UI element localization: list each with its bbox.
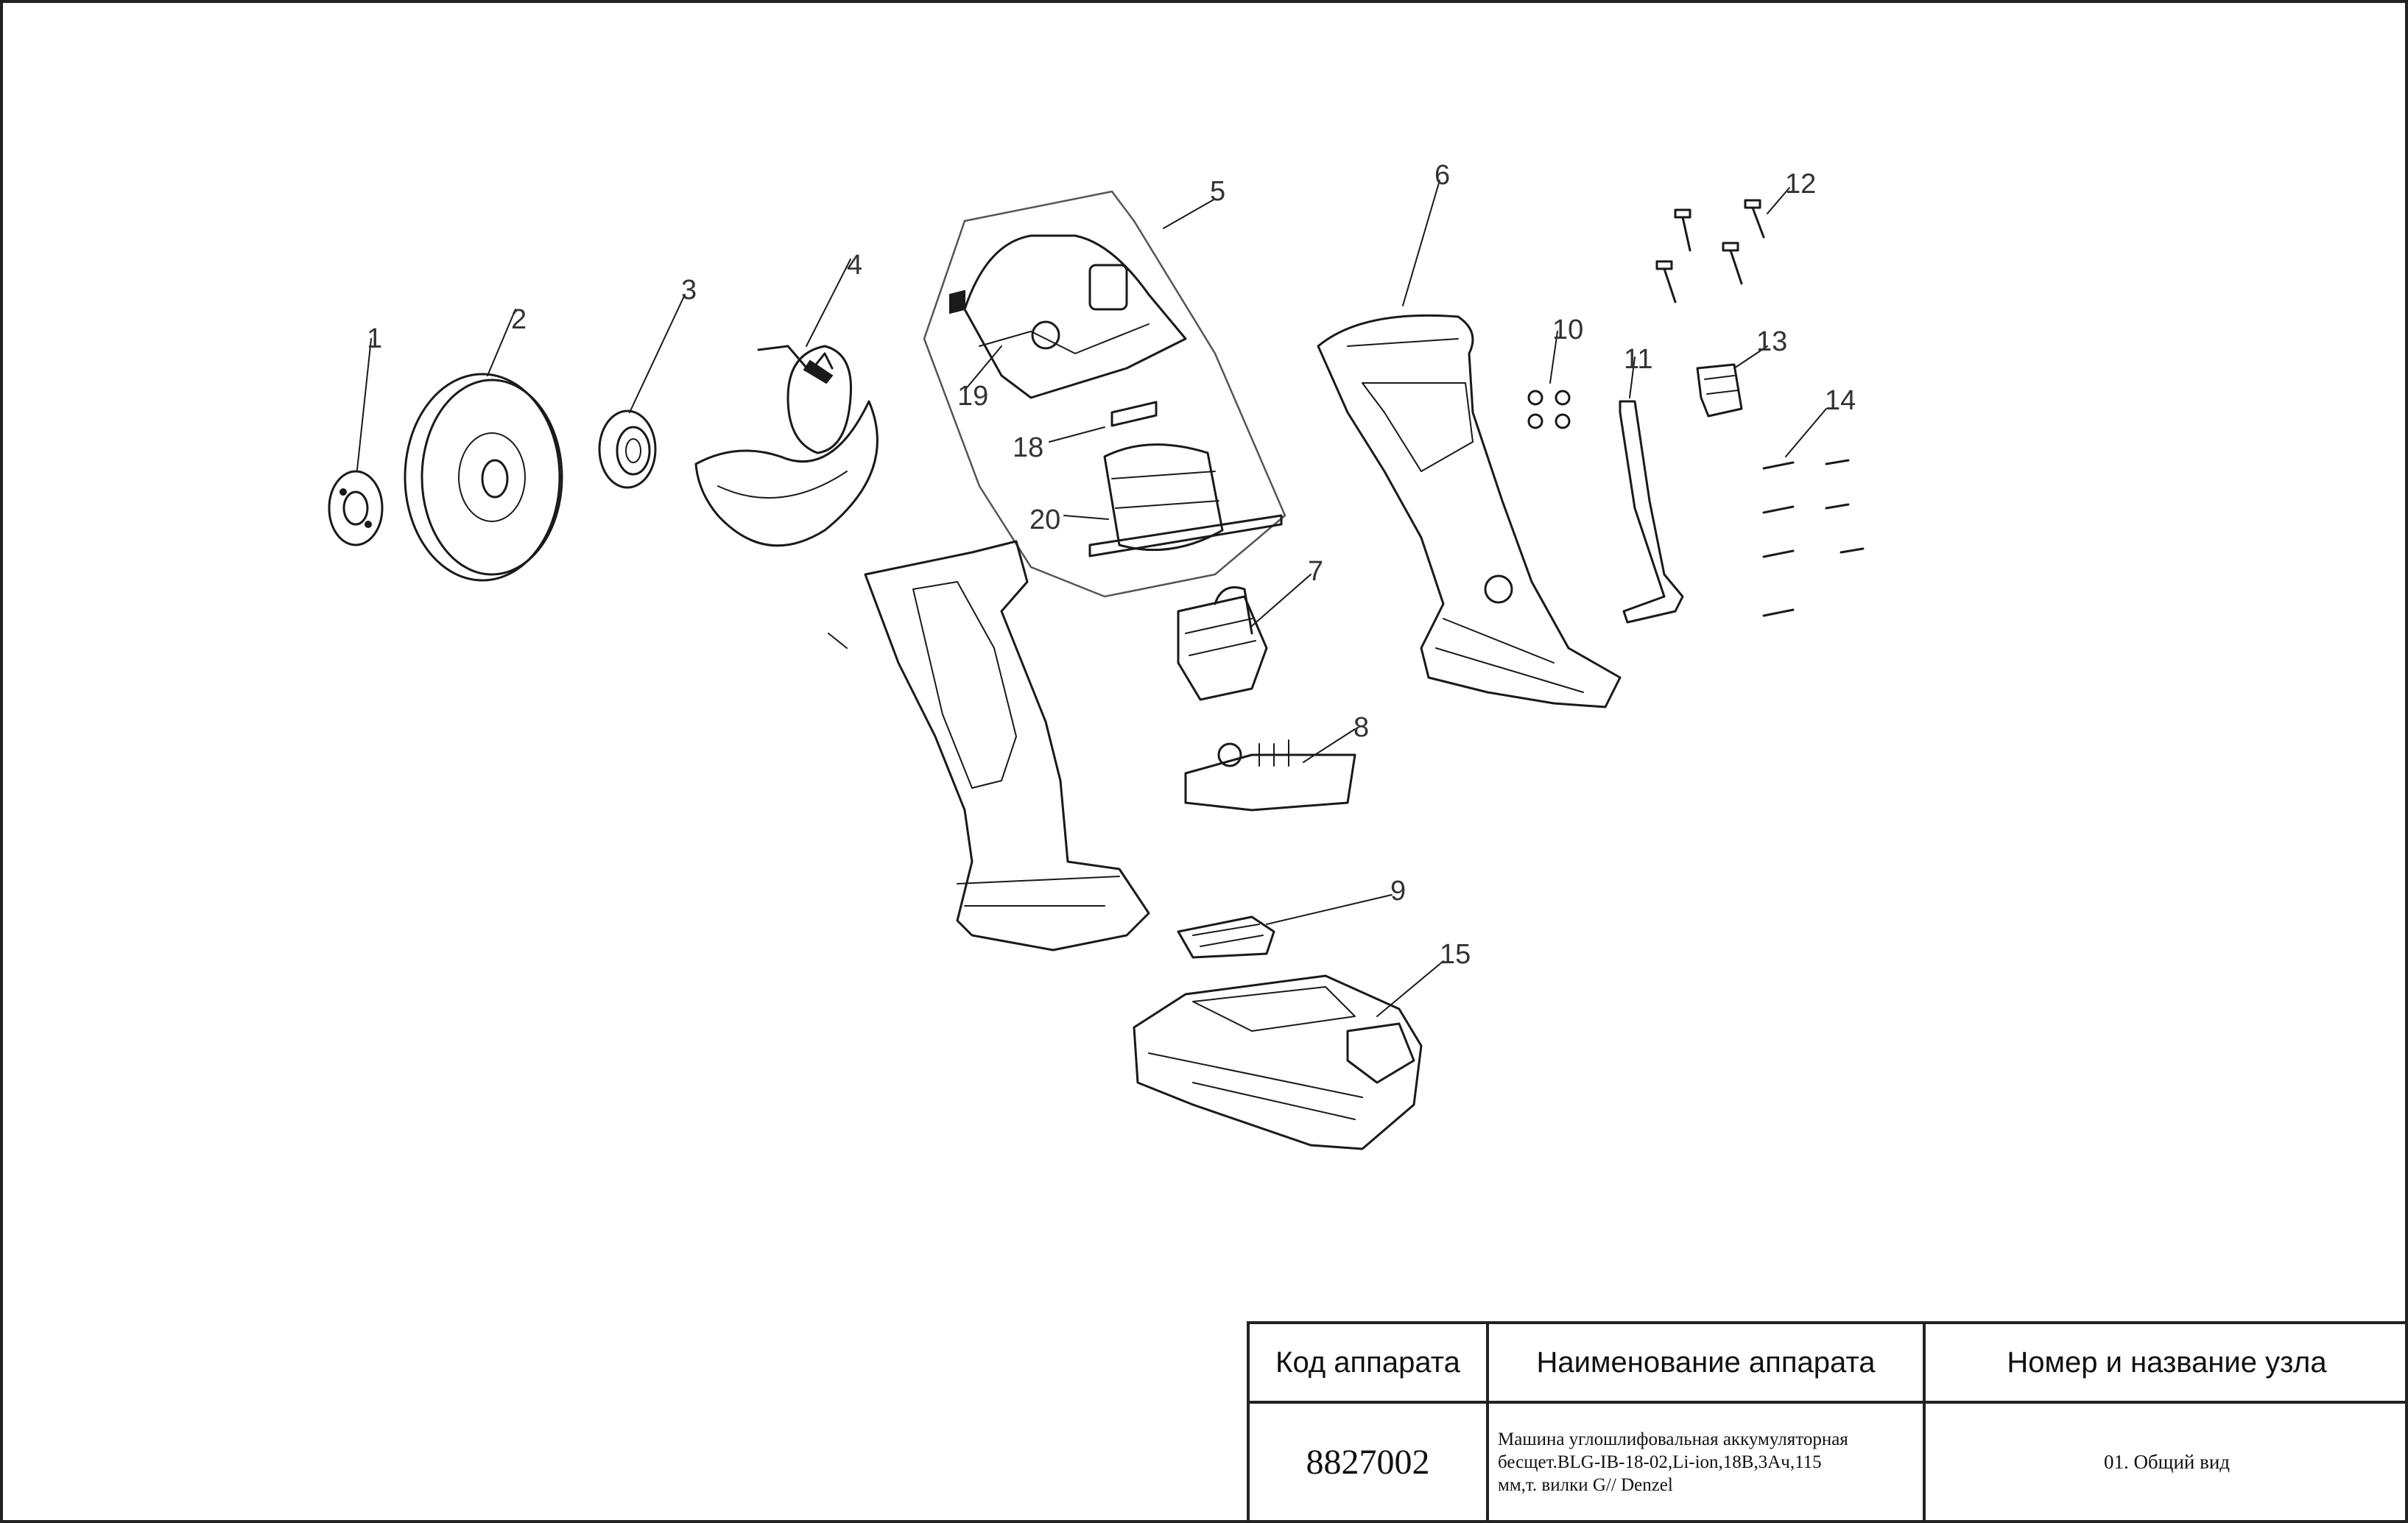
part-11-bracket	[1619, 356, 1684, 624]
callout-1: 1	[367, 323, 382, 354]
callout-3: 3	[681, 275, 697, 306]
part-14-screws	[1762, 408, 1865, 617]
callout-15: 15	[1440, 939, 1471, 970]
device-name-line-2: бесщет.BLG-IB-18-02,Li-ion,18В,3Ач,115	[1498, 1452, 1822, 1472]
callout-20: 20	[1029, 504, 1060, 535]
header-node: Номер и название узла	[1923, 1321, 2408, 1404]
part-3-inner-flange	[598, 294, 686, 489]
part-2-grinding-disc	[404, 309, 563, 582]
part-13-clip	[1696, 345, 1768, 418]
header-name: Наименование аппарата	[1486, 1321, 1926, 1404]
callout-2: 2	[511, 304, 527, 335]
callout-8: 8	[1353, 712, 1369, 743]
node-name: 01. Общий вид	[1923, 1401, 2408, 1523]
device-name: Машина углошлифовальная аккумуляторная б…	[1486, 1401, 1926, 1523]
part-9-battery-terminal	[1177, 894, 1393, 959]
callout-13: 13	[1756, 326, 1787, 357]
device-name-line-1: Машина углошлифовальная аккумуляторная	[1498, 1429, 1848, 1449]
callout-7: 7	[1308, 556, 1323, 587]
left-housing-shell	[828, 540, 1150, 952]
part-1-flange-nut	[328, 338, 384, 546]
title-block: Код аппарата Наименование аппарата Номер…	[1247, 1321, 2408, 1523]
callout-14: 14	[1825, 385, 1856, 416]
part-12-screws	[1655, 187, 1790, 303]
part-8-control-board	[1184, 728, 1356, 812]
callout-4: 4	[847, 250, 862, 281]
part-4-wheel-guard	[694, 258, 879, 547]
callout-6: 6	[1434, 160, 1450, 191]
device-name-line-3: мм,т. вилки G// Denzel	[1498, 1474, 1673, 1495]
callout-18: 18	[1013, 432, 1043, 463]
callout-10: 10	[1552, 314, 1583, 345]
part-15-battery-pack	[1133, 960, 1444, 1150]
part-10-nuts	[1527, 331, 1571, 429]
callout-19: 19	[957, 381, 988, 412]
callout-5: 5	[1210, 176, 1225, 207]
callout-12: 12	[1785, 169, 1816, 200]
part-7-switch	[1177, 574, 1312, 701]
callout-11: 11	[1624, 344, 1652, 375]
part-6-right-housing	[1317, 180, 1622, 708]
device-code: 8827002	[1247, 1401, 1489, 1523]
header-code: Код аппарата	[1247, 1321, 1489, 1404]
part-5-motor-assembly	[923, 190, 1286, 598]
callout-9: 9	[1390, 876, 1406, 907]
